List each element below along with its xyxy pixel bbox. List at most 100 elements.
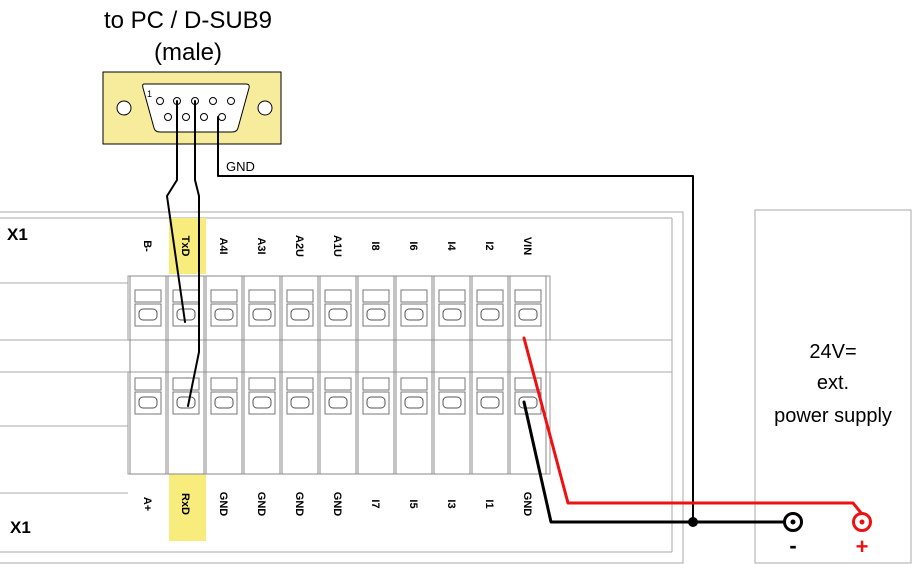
clamp-lever [210, 289, 238, 303]
clamp-opening [518, 308, 538, 321]
clamp-opening [176, 396, 196, 409]
clamp-opening [138, 396, 158, 409]
gnd-wire-label: GND [226, 159, 255, 174]
clamp-lever [134, 289, 162, 303]
terminal-column [433, 275, 471, 475]
terminal-column-frame [357, 275, 395, 475]
clamp-lever [400, 289, 428, 303]
terminal-column-frame [471, 275, 509, 475]
clamp-lever [324, 289, 352, 303]
terminal-column-frame [243, 275, 281, 475]
clamp-lever [514, 289, 542, 303]
connector-screw-left [116, 100, 132, 116]
connector-pin [182, 113, 190, 121]
terminal-block-outline [0, 211, 684, 564]
plus-label: + [856, 534, 869, 559]
top-pin-label: A3I [255, 237, 267, 254]
connector-pin [227, 97, 235, 105]
power-supply-label: power supply [774, 405, 892, 427]
clamp-opening [442, 308, 462, 321]
rxd-highlight [169, 474, 206, 541]
connector-subtitle: (male) [154, 39, 222, 66]
top-pin-label: TxD [179, 236, 191, 257]
terminal-column-frame [433, 275, 471, 475]
rxd-wire [187, 100, 200, 407]
terminal-columns [127, 275, 551, 475]
clamp-opening [290, 308, 310, 321]
connector-pin [200, 113, 208, 121]
top-pin-label: I4 [445, 241, 457, 251]
clamp-lever [476, 377, 504, 391]
dsub9-connector: to PC / D-SUB9 (male) 1 GND [102, 7, 282, 174]
x1-label-bottom: X1 [10, 518, 31, 537]
clamp-opening [138, 308, 158, 321]
power-supply-ext: ext. [817, 372, 849, 394]
terminal-column-frame [395, 275, 433, 475]
clamp-opening [214, 396, 234, 409]
terminal-column [243, 275, 281, 475]
terminal-column-frame [509, 275, 547, 475]
clamp-opening [366, 308, 386, 321]
clamp-opening [328, 308, 348, 321]
clamp-lever [286, 377, 314, 391]
power-supply-voltage: 24V= [809, 341, 856, 363]
top-pin-label: A4I [217, 237, 229, 254]
clamp-lever [248, 377, 276, 391]
bottom-pin-label: GND [255, 492, 267, 517]
bottom-pin-label: I7 [369, 499, 381, 508]
clamp-lever [362, 377, 390, 391]
minus-terminal: - [783, 512, 803, 558]
terminal-column-frame [319, 275, 357, 475]
gnd-wire-supply [522, 400, 795, 524]
bottom-pin-label: GND [521, 492, 533, 517]
connector-pin [209, 97, 217, 105]
clamp-opening [214, 308, 234, 321]
bottom-pin-label: GND [217, 492, 229, 517]
clamp-lever [210, 377, 238, 391]
terminal-column [357, 275, 395, 475]
top-pin-label: VIN [521, 237, 533, 255]
bottom-pin-label: I1 [483, 499, 495, 508]
clamp-lever [438, 289, 466, 303]
clamp-lever [172, 377, 200, 391]
ground-junction-dot [688, 517, 698, 527]
wires [166, 100, 864, 524]
top-pin-label: I8 [369, 241, 381, 250]
bottom-pin-label: GND [293, 492, 305, 517]
clamp-opening [442, 396, 462, 409]
connector-pin1-label: 1 [147, 89, 152, 99]
power-supply: 24V= ext. power supply [754, 209, 912, 564]
clamp-opening [290, 396, 310, 409]
gnd-wire-connector [217, 116, 694, 523]
clamp-opening [176, 308, 196, 321]
top-pin-label: A2U [293, 235, 305, 257]
terminal-column [319, 275, 357, 475]
plus-terminal-center [859, 519, 865, 525]
clamp-lever [438, 377, 466, 391]
terminal-column [395, 275, 433, 475]
terminal-column-frame [129, 275, 167, 475]
terminal-column-frame [281, 275, 319, 475]
connector-pin [156, 97, 164, 105]
clamp-lever [476, 289, 504, 303]
terminal-column [471, 275, 509, 475]
clamp-opening [404, 308, 424, 321]
connector-title: to PC / D-SUB9 [104, 7, 272, 34]
connector-screw-right [257, 100, 273, 116]
minus-label: - [789, 533, 796, 558]
bottom-pin-label: I3 [445, 499, 457, 508]
clamp-lever [172, 289, 200, 303]
clamp-opening [252, 396, 272, 409]
top-pin-label: A1U [331, 235, 343, 257]
clamp-lever [400, 377, 428, 391]
terminal-column [509, 275, 547, 475]
connector-pin [164, 113, 172, 121]
top-pin-label: I6 [407, 241, 419, 250]
clamp-lever [248, 289, 276, 303]
top-pin-label: I2 [483, 241, 495, 250]
plus-terminal: + [852, 512, 872, 559]
terminal-column [205, 275, 243, 475]
clamp-lever [324, 377, 352, 391]
